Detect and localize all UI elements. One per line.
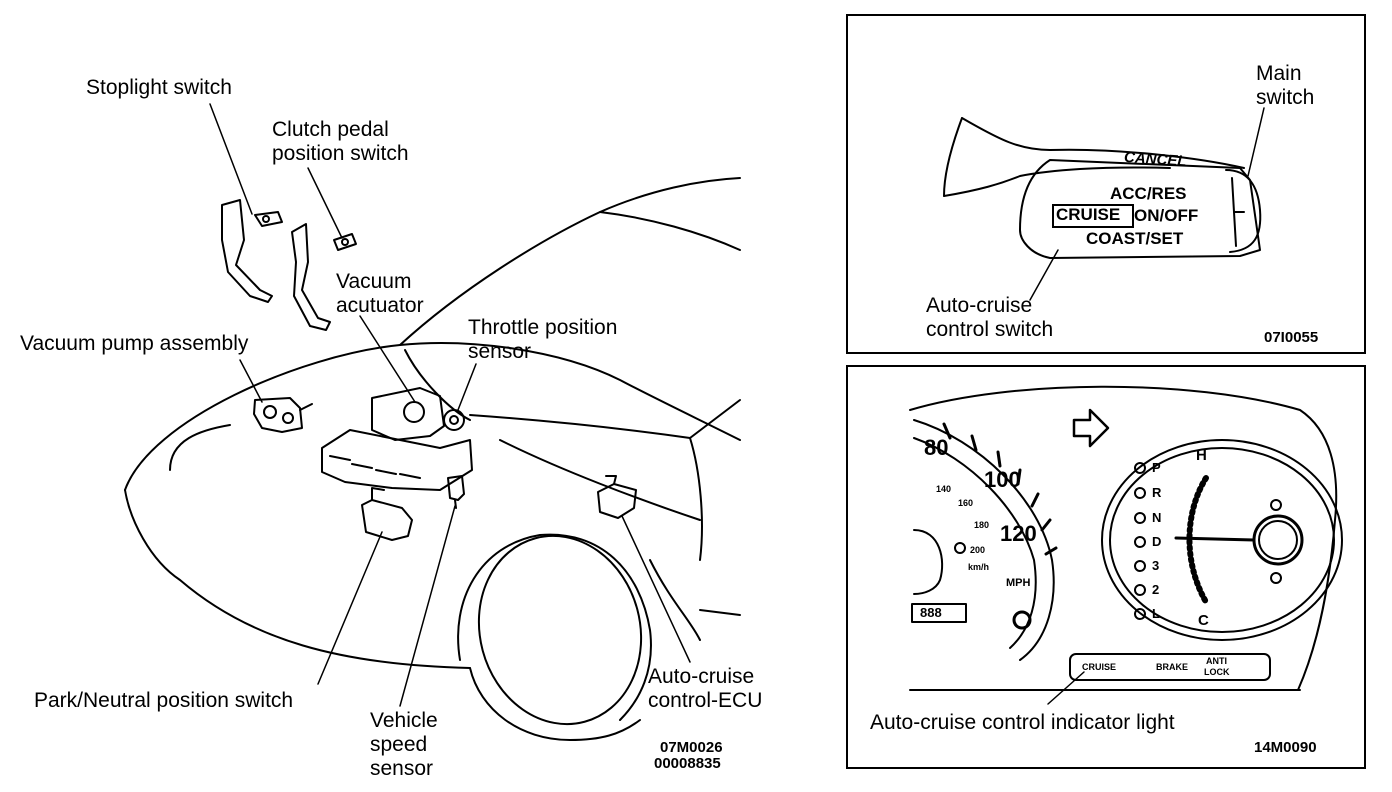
gear-n: N — [1152, 510, 1162, 525]
odometer-digits: 888 — [920, 605, 942, 620]
speedo-140: 140 — [936, 484, 952, 494]
indicator-panel-frame — [846, 365, 1366, 769]
warning-cruise: CRUISE — [1082, 662, 1117, 672]
switch-panel-frame — [846, 14, 1366, 354]
switch-coast-set: COAST/SET — [1086, 229, 1184, 248]
label-vacuum-actuator-2: acutuator — [336, 294, 424, 317]
ecu-part — [597, 475, 637, 519]
figure-code-1: 07M0026 — [660, 739, 723, 756]
switch-panel-code: 07I0055 — [1264, 329, 1319, 346]
switch-cruise-box — [1052, 204, 1134, 228]
gear-3: 3 — [1152, 558, 1160, 573]
speedo-80: 80 — [924, 435, 949, 460]
label-throttle-2: sensor — [468, 340, 532, 363]
label-switch-callout-2: control switch — [926, 318, 1054, 341]
switch-on-off: ON/OFF — [1134, 206, 1199, 225]
figure-code-2: 00008835 — [654, 755, 721, 772]
instrument-cluster — [909, 385, 1343, 691]
label-vss-1: Vehicle — [370, 709, 438, 732]
label-park-neutral: Park/Neutral position switch — [34, 689, 294, 712]
label-switch-callout-1: Auto-cruise — [926, 294, 1033, 317]
temp-cold: C — [1198, 612, 1209, 629]
vehicle-speed-sensor-part — [447, 475, 465, 509]
leader-lines-left — [209, 103, 691, 707]
vacuum-pump-part — [253, 397, 313, 433]
label-vss-3: sensor — [370, 757, 434, 780]
cruise-switch-stalk — [943, 117, 1262, 259]
speedo-160: 160 — [958, 498, 974, 508]
switch-cruise: CRUISE — [1056, 205, 1121, 224]
speedo-kmh: km/h — [968, 562, 990, 572]
stoplight-switch-part — [221, 199, 283, 303]
speedo-mph: MPH — [1006, 577, 1031, 589]
gear-l: L — [1152, 606, 1160, 621]
speedo-180: 180 — [974, 520, 990, 530]
temp-hot: H — [1196, 447, 1207, 464]
label-vacuum-actuator-1: Vacuum — [336, 270, 412, 293]
switch-cancel-text: CANCEL — [1123, 148, 1188, 171]
gear-p: P — [1152, 460, 1161, 475]
label-main-switch-2: switch — [1256, 86, 1315, 109]
label-ecu-1: Auto-cruise — [648, 665, 755, 688]
label-indicator-callout: Auto-cruise control indicator light — [870, 711, 1175, 734]
label-vss-2: speed — [370, 733, 428, 756]
label-ecu-2: control-ECU — [648, 689, 763, 712]
gear-r: R — [1152, 485, 1162, 500]
switch-acc-res: ACC/RES — [1110, 184, 1187, 203]
clutch-pedal-switch-part — [291, 223, 357, 331]
label-clutch-pedal-1: Clutch pedal — [272, 118, 389, 141]
warning-brake: BRAKE — [1156, 662, 1189, 672]
warning-antilock-1: ANTI — [1206, 656, 1227, 666]
gear-d: D — [1152, 534, 1162, 549]
label-clutch-pedal-2: position switch — [272, 142, 409, 165]
speedo-120: 120 — [1000, 521, 1037, 546]
indicator-panel-code: 14M0090 — [1254, 739, 1317, 756]
label-main-switch-1: Main — [1256, 62, 1302, 85]
manifold-and-actuator-part — [321, 387, 473, 491]
speedo-100: 100 — [984, 467, 1021, 492]
car-body-outline — [124, 177, 741, 741]
speedo-200: 200 — [970, 545, 986, 555]
label-stoplight-switch: Stoplight switch — [86, 76, 232, 99]
label-throttle-1: Throttle position — [468, 316, 618, 339]
warning-antilock-2: LOCK — [1204, 667, 1230, 677]
gear-2: 2 — [1152, 582, 1160, 597]
label-vacuum-pump: Vacuum pump assembly — [20, 332, 249, 355]
park-neutral-switch-part — [361, 487, 413, 541]
